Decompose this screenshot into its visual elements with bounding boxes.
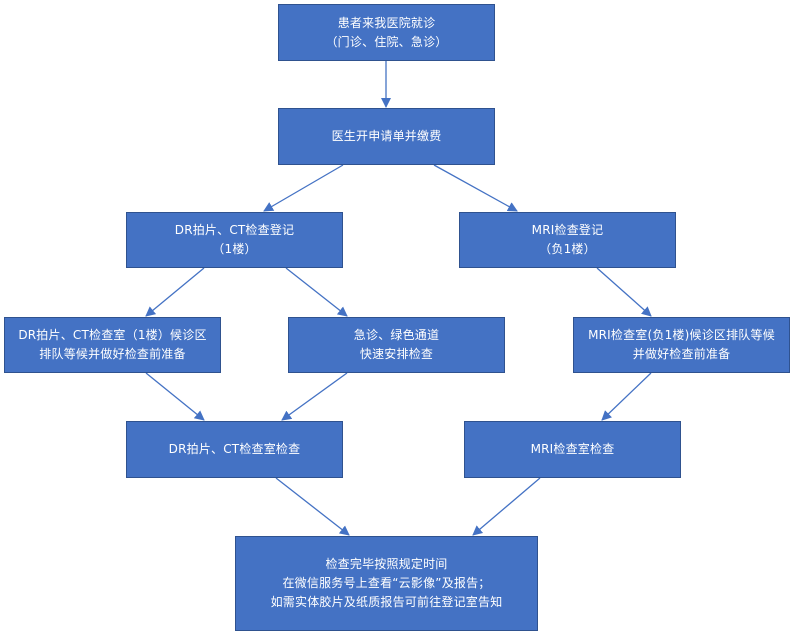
- visit-node-line-1: 患者来我医院就诊: [337, 15, 436, 30]
- visit-node-line-2: （门诊、住院、急诊）: [325, 34, 448, 49]
- dr-ct-waiting-node-line-1: DR拍片、CT检查室（1楼）候诊区: [18, 328, 207, 342]
- arrow-emergency-to-dr-ct-exam: [281, 372, 348, 421]
- visit-node: 患者来我医院就诊 （门诊、住院、急诊）: [278, 4, 495, 61]
- arrow-dr-ct-exam-to-report: [275, 477, 350, 536]
- arrow-order-to-mri-register: [433, 164, 518, 212]
- mri-exam-node: MRI检查室检查: [464, 421, 681, 478]
- dr-ct-waiting-node-line-2: 排队等候并做好检查前准备: [39, 347, 186, 361]
- emergency-node-line-2: 快速安排检查: [359, 347, 434, 361]
- report-node-line-2: 在微信服务号上查看“云影像”及报告；: [282, 576, 491, 590]
- mri-waiting-node: MRI检查室(负1楼)候诊区排队等候 并做好检查前准备: [573, 317, 790, 373]
- emergency-node-line-1: 急诊、绿色通道: [353, 328, 440, 342]
- mri-register-node-line-2: （负1楼）: [539, 242, 596, 256]
- order-node: 医生开申请单并缴费: [278, 108, 495, 165]
- report-node-line-3: 如需实体胶片及纸质报告可前往登记室告知: [270, 595, 503, 609]
- mri-waiting-node-line-2: 并做好检查前准备: [632, 347, 731, 361]
- arrow-dr-ct-register-to-emergency: [285, 267, 348, 317]
- arrow-mri-waiting-to-exam: [601, 372, 652, 421]
- dr-ct-waiting-node: DR拍片、CT检查室（1楼）候诊区 排队等候并做好检查前准备: [4, 317, 221, 373]
- arrow-dr-ct-register-to-waiting: [145, 267, 205, 317]
- dr-ct-exam-node: DR拍片、CT检查室检查: [126, 421, 343, 478]
- arrow-mri-exam-to-report: [472, 477, 541, 536]
- dr-ct-register-node-line-2: （1楼）: [212, 242, 257, 256]
- report-node-line-1: 检查完毕按照规定时间: [325, 557, 448, 571]
- arrow-order-to-dr-ct-register: [263, 164, 344, 212]
- order-node-line-1: 医生开申请单并缴费: [331, 129, 442, 143]
- arrow-dr-ct-waiting-to-exam: [145, 372, 205, 421]
- mri-waiting-node-line-1: MRI检查室(负1楼)候诊区排队等候: [588, 328, 775, 342]
- emergency-node: 急诊、绿色通道 快速安排检查: [288, 317, 505, 373]
- mri-exam-node-line-1: MRI检查室检查: [530, 442, 615, 456]
- arrow-mri-register-to-waiting: [596, 267, 652, 317]
- mri-register-node-line-1: MRI检查登记: [531, 223, 604, 237]
- report-node: 检查完毕按照规定时间 在微信服务号上查看“云影像”及报告； 如需实体胶片及纸质报…: [235, 536, 538, 631]
- dr-ct-exam-node-line-1: DR拍片、CT检查室检查: [168, 442, 301, 456]
- dr-ct-register-node: DR拍片、CT检查登记 （1楼）: [126, 212, 343, 268]
- dr-ct-register-node-line-1: DR拍片、CT检查登记: [174, 223, 295, 237]
- mri-register-node: MRI检查登记 （负1楼）: [459, 212, 676, 268]
